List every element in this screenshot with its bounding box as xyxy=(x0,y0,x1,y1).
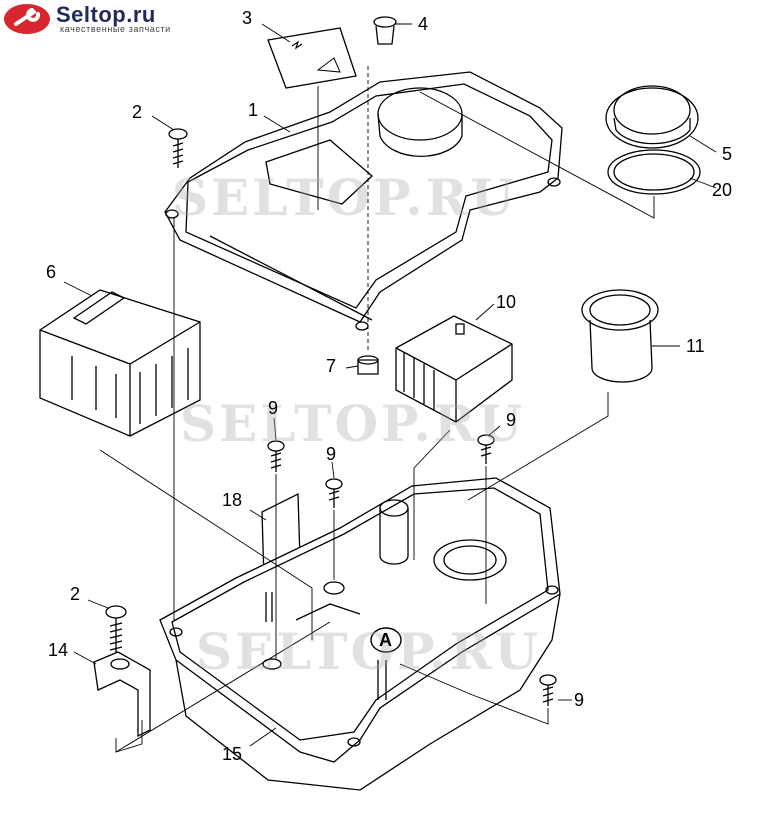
callout-18: 18 xyxy=(222,490,243,510)
part-20-o-ring xyxy=(607,149,701,195)
part-4-grommet xyxy=(373,16,397,45)
watermark-3: SELTOP.RU xyxy=(196,622,541,681)
callout-3: 3 xyxy=(242,8,253,28)
part-10-terminal-block xyxy=(395,315,513,423)
section-marker-a xyxy=(370,627,402,653)
part-14-clamp xyxy=(93,651,151,738)
part-1-top-cover xyxy=(164,71,563,331)
callout-9-c: 9 xyxy=(506,410,517,430)
part-5-cap xyxy=(605,85,699,149)
callout-5: 5 xyxy=(722,144,733,164)
callout-14: 14 xyxy=(48,640,69,660)
callout-4: 4 xyxy=(418,14,429,34)
section-marker-label: A xyxy=(379,630,392,650)
part-9-screw-d xyxy=(539,674,557,706)
part-9-screw-c xyxy=(477,434,495,464)
watermark-2: SELTOP.RU xyxy=(180,394,525,453)
callout-7: 7 xyxy=(326,356,337,376)
part-3-label-sticker xyxy=(267,27,357,89)
part-2-screw-bottom xyxy=(105,605,127,654)
brand-tagline: качественные запчасти xyxy=(60,24,171,34)
assembly-guide-lines xyxy=(99,66,655,753)
watermark-1: SELTOP.RU xyxy=(172,168,517,227)
callout-2-bottom: 2 xyxy=(70,584,81,604)
callout-11: 11 xyxy=(686,336,705,356)
part-15-base-housing xyxy=(159,477,561,791)
callout-1: 1 xyxy=(248,100,259,120)
callout-9-d: 9 xyxy=(574,690,585,710)
part-9-screw-b xyxy=(325,478,343,508)
callout-2-top: 2 xyxy=(132,102,143,122)
part-9-screw-a xyxy=(267,440,285,472)
part-7-grommet xyxy=(357,355,379,375)
callout-6: 6 xyxy=(46,262,57,282)
callout-leaders xyxy=(63,23,717,747)
brand-logo[interactable]: Seltop.ru качественные запчасти xyxy=(4,2,204,38)
brand-name: Seltop.ru xyxy=(56,2,156,27)
part-2-screw-top xyxy=(168,128,188,168)
callout-15: 15 xyxy=(222,744,243,764)
part-11-sleeve xyxy=(581,289,659,383)
wrench-logo-icon xyxy=(4,4,50,34)
callout-9-b: 9 xyxy=(326,444,337,464)
part-6-contactor xyxy=(39,289,201,437)
callout-20: 20 xyxy=(712,180,733,200)
callout-10: 10 xyxy=(496,292,517,312)
callout-9-a: 9 xyxy=(268,398,279,418)
